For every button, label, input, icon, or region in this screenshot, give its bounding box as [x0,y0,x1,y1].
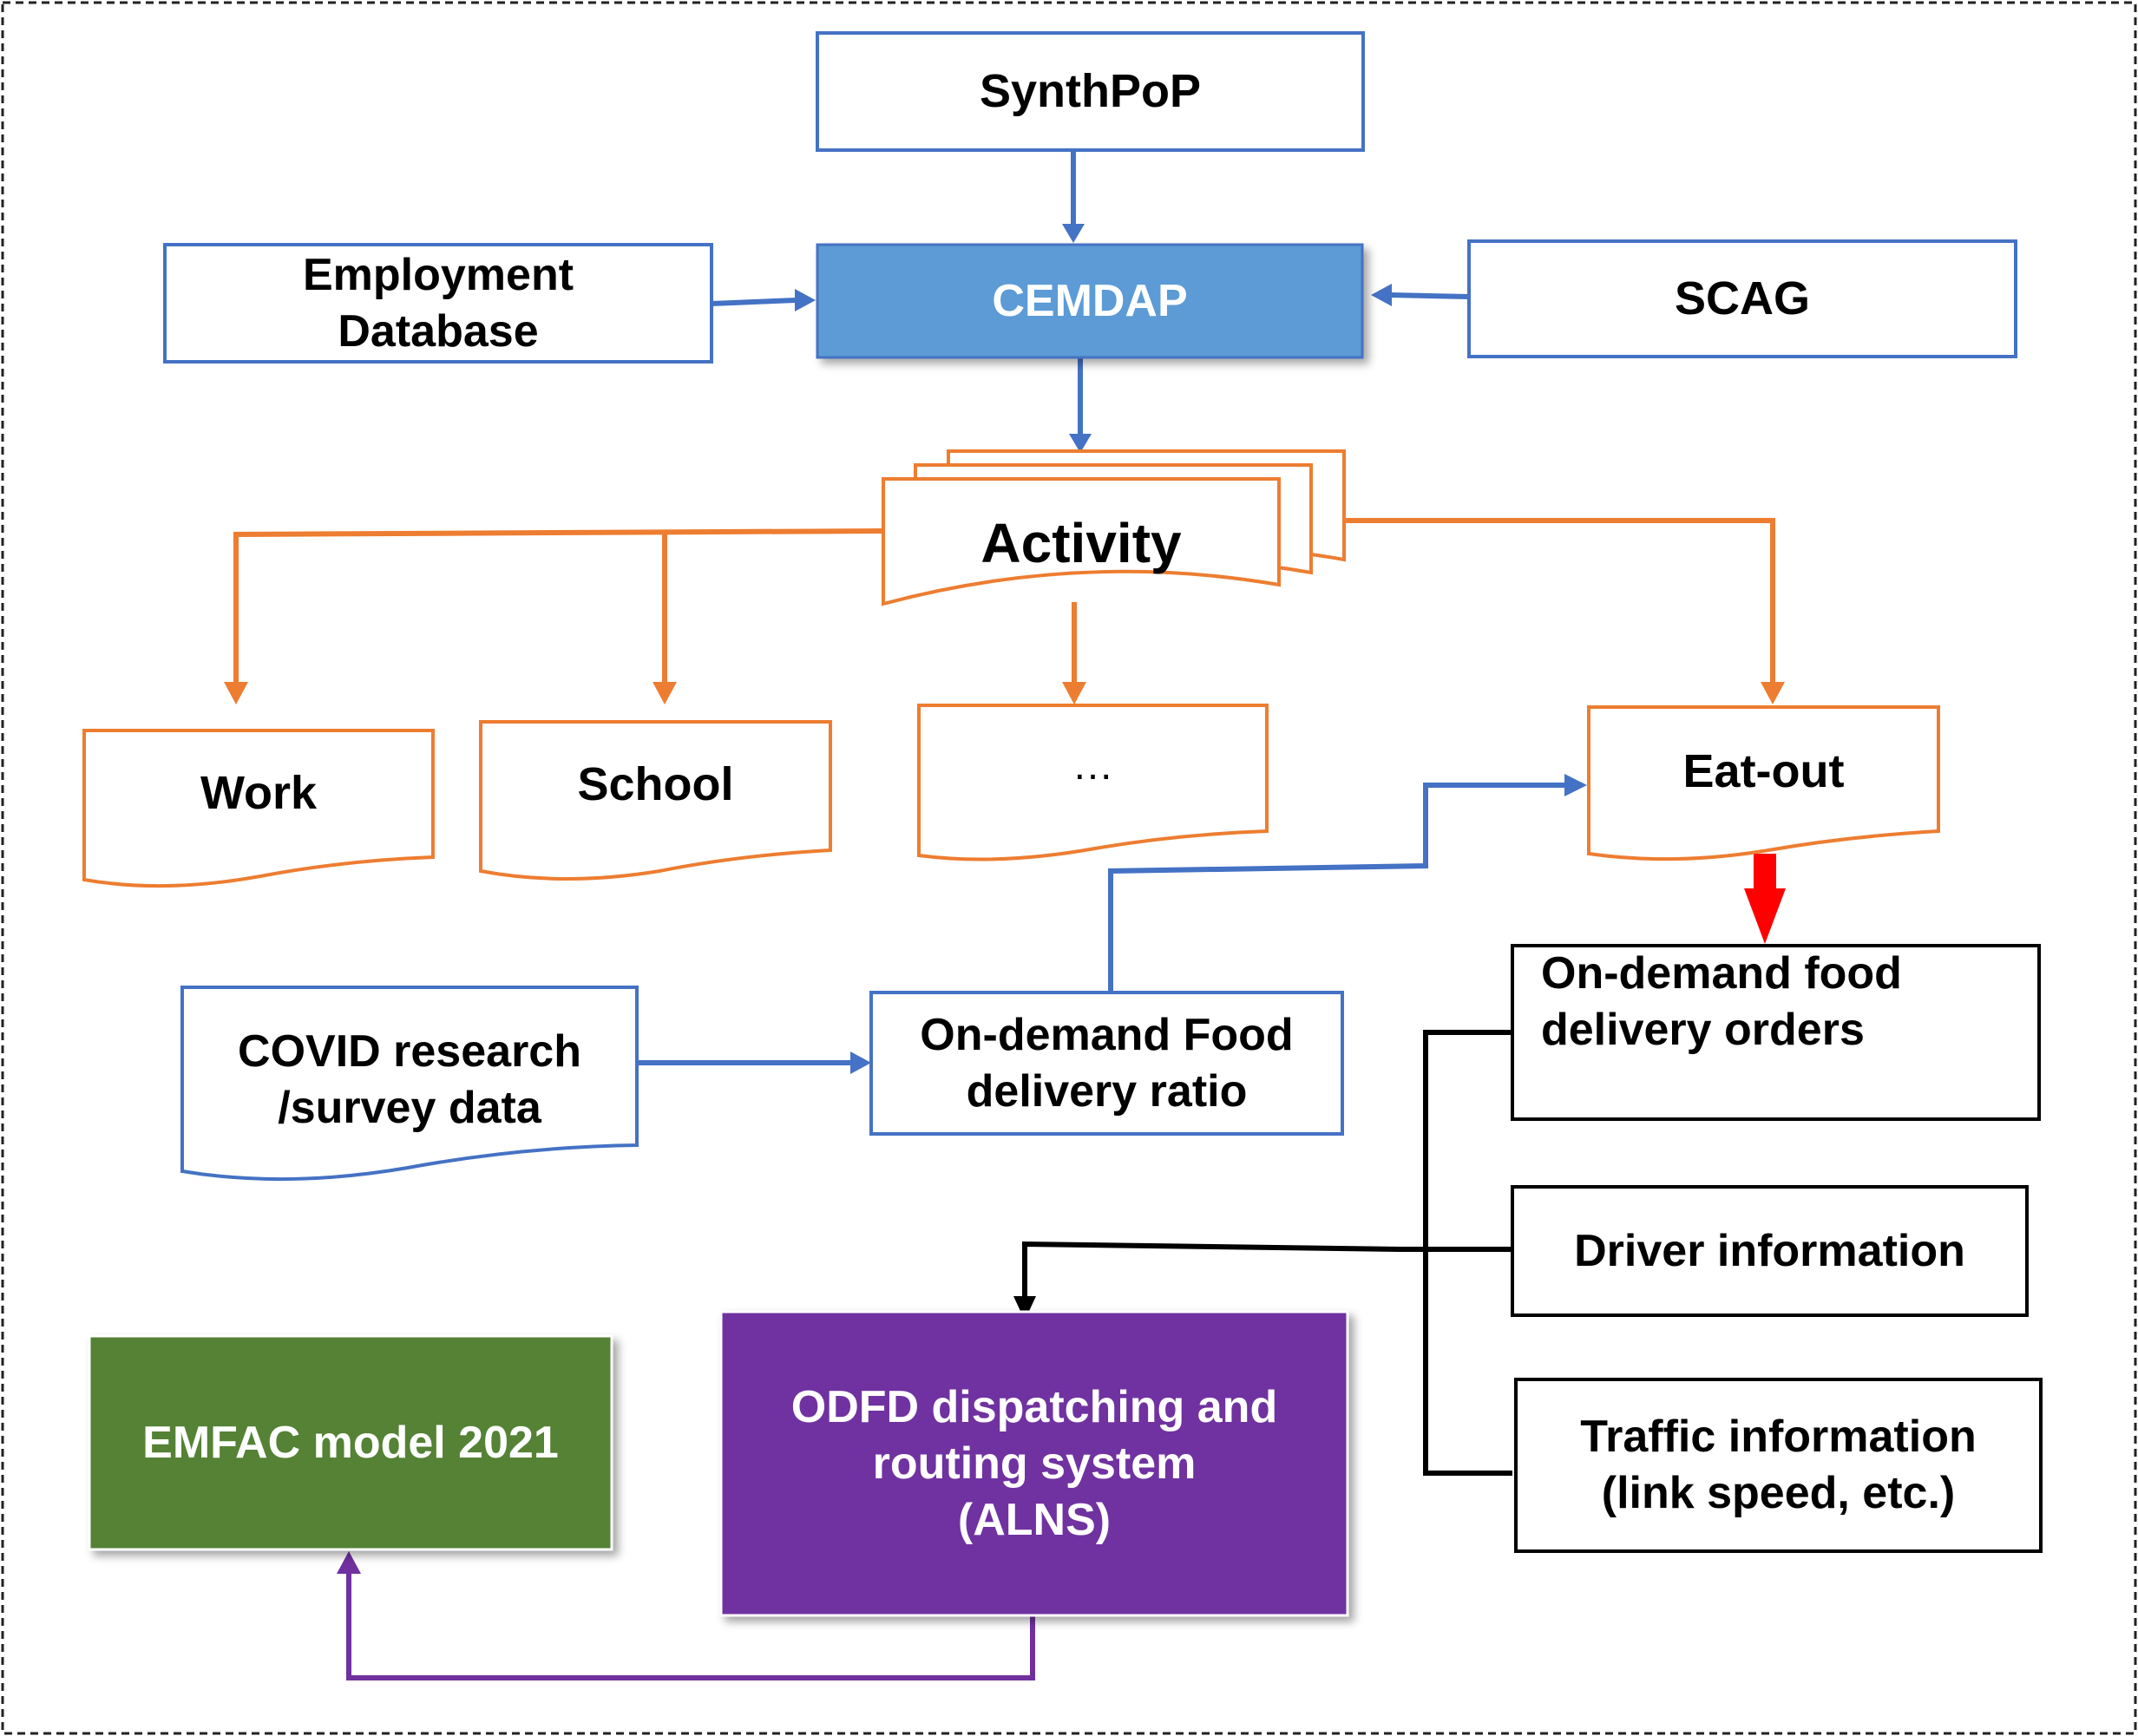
arrowhead-cemdap-top [1062,224,1085,243]
node-emfac [88,1334,613,1551]
orders-label-line2: delivery orders [1541,1005,1865,1055]
emfac-label: EMFAC model 2021 [142,1417,559,1468]
arrow-scag-cemdap [1389,292,1470,299]
ratio-label: On-demand Food delivery ratio [871,992,1342,1134]
activity-label: Activity [980,512,1182,574]
odfd-label-line1: ODFD dispatching and [790,1381,1278,1432]
node-ellipsis [917,704,1269,861]
arrowhead-emfac [337,1551,361,1574]
scag-label: SCAG [1674,272,1810,324]
covid-label: COVID research /survey data [182,1015,637,1145]
arrowhead-activity-top [1069,434,1092,453]
arrow-odfd-emfac [346,1572,1035,1680]
arrowhead-cemdap-right [1371,284,1392,306]
node-school [479,720,832,881]
school-label: School [577,758,734,811]
arrow-inputs-odfd [1022,1241,1426,1301]
arrowhead-cemdap-left [795,289,816,311]
arrowhead-school [653,682,677,704]
arrowhead-odfd [1013,1296,1036,1320]
ratio-label-line2: delivery ratio [966,1065,1248,1117]
employment-label-line2: Database [338,305,539,357]
work-label: Work [200,767,318,820]
node-odfd [719,1310,1349,1617]
bracket-inputs [1423,1030,1512,1476]
driver-label: Driver information [1574,1225,1965,1276]
node-work [82,729,435,888]
odfd-label: ODFD dispatching and routing system (ALN… [721,1312,1348,1615]
node-orders [1511,944,2041,1121]
arrowhead-eatout [1761,682,1785,704]
node-activity [881,449,1346,606]
arrow-activity-eatout [1344,518,1775,685]
orders-label: On-demand food delivery orders [1541,946,2027,1119]
odfd-label-line3: (ALNS) [957,1494,1112,1545]
node-driver [1511,1185,2029,1317]
arrow-eatout-orders [1744,854,1786,944]
traffic-label-line1: Traffic information [1580,1412,1977,1462]
node-traffic [1514,1378,2043,1553]
traffic-label: Traffic information (link speed, etc.) [1516,1379,2041,1551]
arrowhead-ratio-left [850,1051,871,1074]
arrow-ratio-eatout [1108,783,1566,992]
arrowhead-eatout-left [1564,774,1587,796]
covid-label-line1: COVID research [238,1026,581,1077]
node-covid [180,986,639,1182]
covid-label-line2: /survey data [278,1083,541,1133]
orders-label-line1: On-demand food [1541,948,1902,999]
node-employment [163,243,713,364]
arrow-activity-work [233,528,884,685]
arrow-employment-cemdap [711,298,797,306]
synthpop-label: SynthPoP [979,64,1202,117]
employment-label-line1: Employment [302,249,574,300]
node-scag [1467,239,2017,358]
node-ratio [869,991,1344,1136]
odfd-label-line2: routing system [872,1438,1197,1489]
employment-label: Employment Database [165,245,712,362]
ratio-label-line1: On-demand Food [920,1009,1294,1060]
arrowhead-ellipsis [1062,682,1086,704]
ellipsis-label: … [1072,743,1114,789]
cemdap-label: CEMDAP [992,275,1188,326]
node-cemdap [816,243,1364,359]
node-eatout [1587,705,1940,861]
node-synthpop [816,31,1365,152]
arrowhead-work [224,682,248,704]
eatout-label: Eat-out [1682,745,1845,798]
traffic-label-line2: (link speed, etc.) [1601,1468,1956,1518]
